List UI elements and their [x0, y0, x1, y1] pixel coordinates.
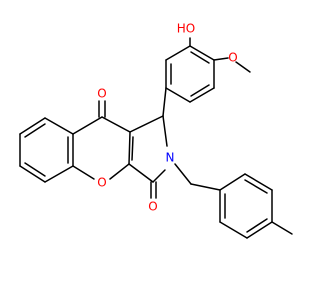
pyranone-ring: [72, 116, 131, 180]
pyrrolone-ring: [128, 115, 168, 183]
hydroxyl-label: HO: [177, 22, 195, 36]
ring-oxygen-label: O: [97, 176, 106, 190]
benzo-ring: [19, 117, 74, 183]
methoxy-group: [213, 57, 251, 73]
aryl-link-bond: [162, 87, 167, 117]
nitrogen-label: N: [166, 151, 175, 165]
benzyl-linker: [174, 163, 221, 191]
methyl-bond: [271, 221, 293, 235]
lactam-oxygen-label: O: [148, 200, 157, 214]
ketone-carbonyl: [98, 100, 106, 118]
lactam-carbonyl: [150, 181, 157, 199]
molecule-structure: HO O O O O N: [19, 22, 293, 239]
ketone-oxygen-label: O: [97, 87, 106, 101]
methoxyphenol-ring: [165, 45, 215, 103]
molecule-canvas: HO O O O O N: [19, 22, 293, 239]
tolyl-ring: [219, 173, 273, 239]
methoxy-oxygen-label: O: [228, 51, 237, 65]
